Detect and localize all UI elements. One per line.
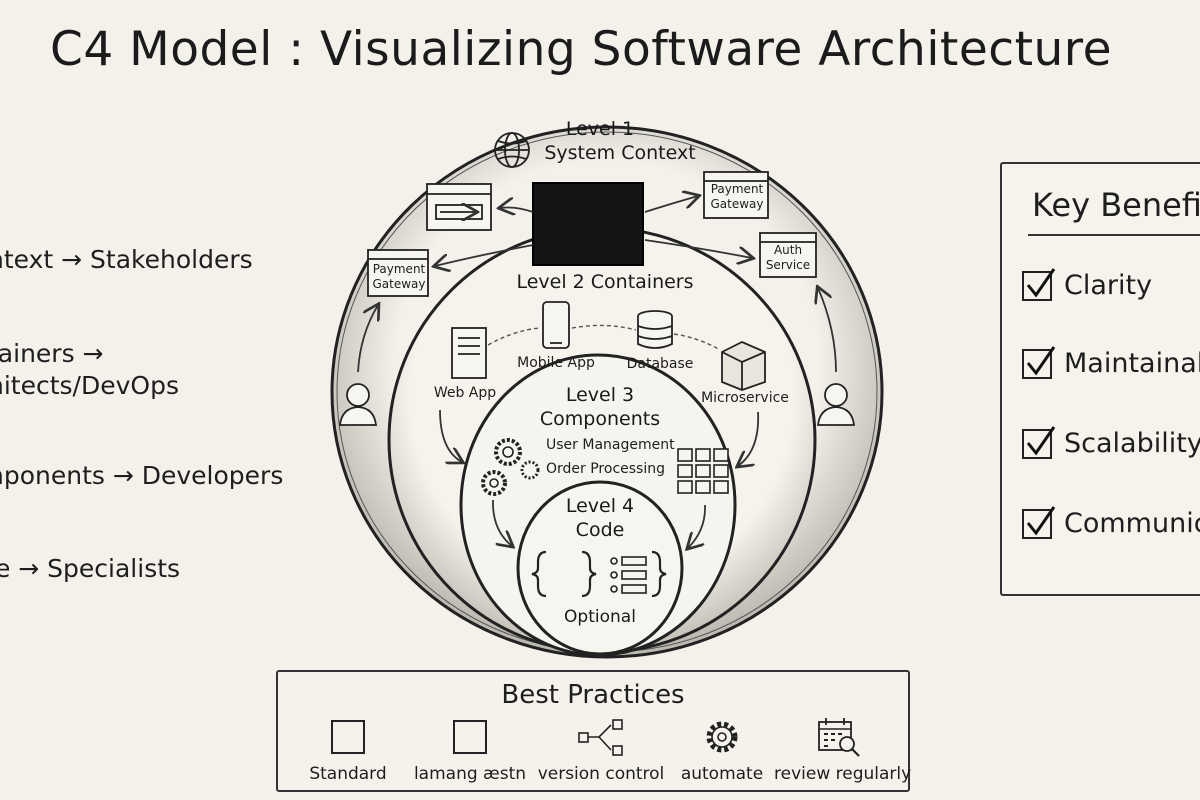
key-benefits-panel: Key Benefi Clarity Maintainal Scalabilit… (1000, 162, 1200, 596)
key-benefits-title: Key Benefi (1032, 186, 1200, 224)
benefit-item: Maintainal (1022, 345, 1200, 379)
audience-code: le → Specialists (0, 553, 180, 585)
benefit-label: Communicc (1064, 508, 1200, 539)
level4-optional-note: Optional (564, 607, 636, 627)
auth-service-box (759, 232, 817, 278)
blank-square-icon (453, 720, 487, 754)
mobile-phone-icon (542, 301, 570, 349)
benefit-item: Clarity (1022, 267, 1153, 301)
gears-icon (481, 438, 540, 496)
context-arrows (357, 196, 837, 373)
benefit-label: Scalability (1064, 428, 1200, 459)
payment-gateway-box-right (703, 171, 769, 219)
code-braces-icon (531, 550, 667, 598)
payment-gateway-box-left (367, 249, 429, 297)
benefit-item: Communicc (1022, 505, 1200, 539)
level4-ring (516, 480, 684, 656)
checkbox-checked-icon (1022, 267, 1056, 301)
best-practices-title: Best Practices (501, 680, 685, 710)
best-practices-panel: Best Practices Standard lamang æstn vers… (276, 670, 912, 792)
system-black-box (532, 182, 644, 266)
component-grid-icon (677, 448, 729, 494)
blank-square-icon (331, 720, 365, 754)
mobile-app-label: Mobile App (517, 355, 595, 371)
checkbox-checked-icon (1022, 505, 1056, 539)
calendar-search-icon (818, 718, 860, 757)
auth-service-label: Auth Service (765, 243, 811, 272)
practice-standard: Standard (288, 716, 408, 784)
audience-code-text: le → Specialists (0, 554, 181, 583)
level4-sub: Code (575, 519, 625, 541)
practice-automate: automate (662, 716, 782, 784)
level4-name: Level 4 (565, 495, 635, 517)
audience-context-text: ntext → Stakeholders (0, 245, 253, 274)
checkbox-checked-icon (1022, 345, 1056, 379)
practice-label: lamang æstn (413, 764, 527, 784)
browser-window-icon (426, 183, 492, 231)
audience-components: nponents → Developers (0, 460, 283, 492)
user-management-label: User Management (546, 437, 675, 453)
order-processing-label: Order Processing (546, 461, 665, 477)
key-benefits-underline (1028, 234, 1200, 236)
level2-name: Level 2 Containers (516, 271, 694, 293)
payment-gateway-label-right: Payment Gateway (710, 182, 764, 211)
payment-gateway-label-left: Payment Gateway (372, 262, 426, 291)
microservice-label: Microservice (701, 390, 789, 406)
container-connectors (487, 324, 721, 351)
practice-label: automate (680, 764, 764, 784)
package-box-icon (721, 341, 766, 391)
practice-label: Standard (309, 764, 387, 784)
person-icon-right (816, 383, 856, 426)
page-title: C4 Model : Visualizing Software Architec… (50, 22, 1113, 77)
server-icon (451, 327, 487, 379)
branch-icon (578, 719, 623, 756)
practice-label: version control (537, 764, 665, 784)
benefit-label: Clarity (1064, 270, 1153, 301)
audience-components-text: nponents → Developers (0, 461, 284, 490)
audience-containers-line1: tainers → (0, 339, 104, 368)
audience-context: ntext → Stakeholders (0, 244, 253, 276)
practice-review-regularly: review regularly (774, 716, 912, 784)
database-icon (637, 310, 673, 349)
component-arrows (439, 409, 760, 548)
audience-containers-line2: hitects/DevOps (0, 371, 179, 400)
benefit-label: Maintainal (1064, 348, 1200, 379)
audience-containers: tainers → hitects/DevOps (0, 338, 179, 402)
globe-icon (494, 132, 530, 168)
gear-icon (706, 721, 738, 753)
checkbox-checked-icon (1022, 425, 1056, 459)
practice-version-control: version control (536, 716, 666, 784)
person-icon-left (338, 383, 378, 426)
database-label: Database (626, 356, 694, 372)
benefit-item: Scalability (1022, 425, 1200, 459)
level3-name: Level 3 (565, 384, 635, 406)
level3-sub: Components (539, 408, 661, 430)
web-app-label: Web App (433, 385, 497, 401)
code-list-icon (610, 556, 647, 594)
practice-second: lamang æstn (410, 716, 530, 784)
practice-label: review regularly (774, 764, 912, 784)
level1-sub: System Context (544, 142, 696, 164)
level1-name: Level 1 (565, 118, 635, 140)
